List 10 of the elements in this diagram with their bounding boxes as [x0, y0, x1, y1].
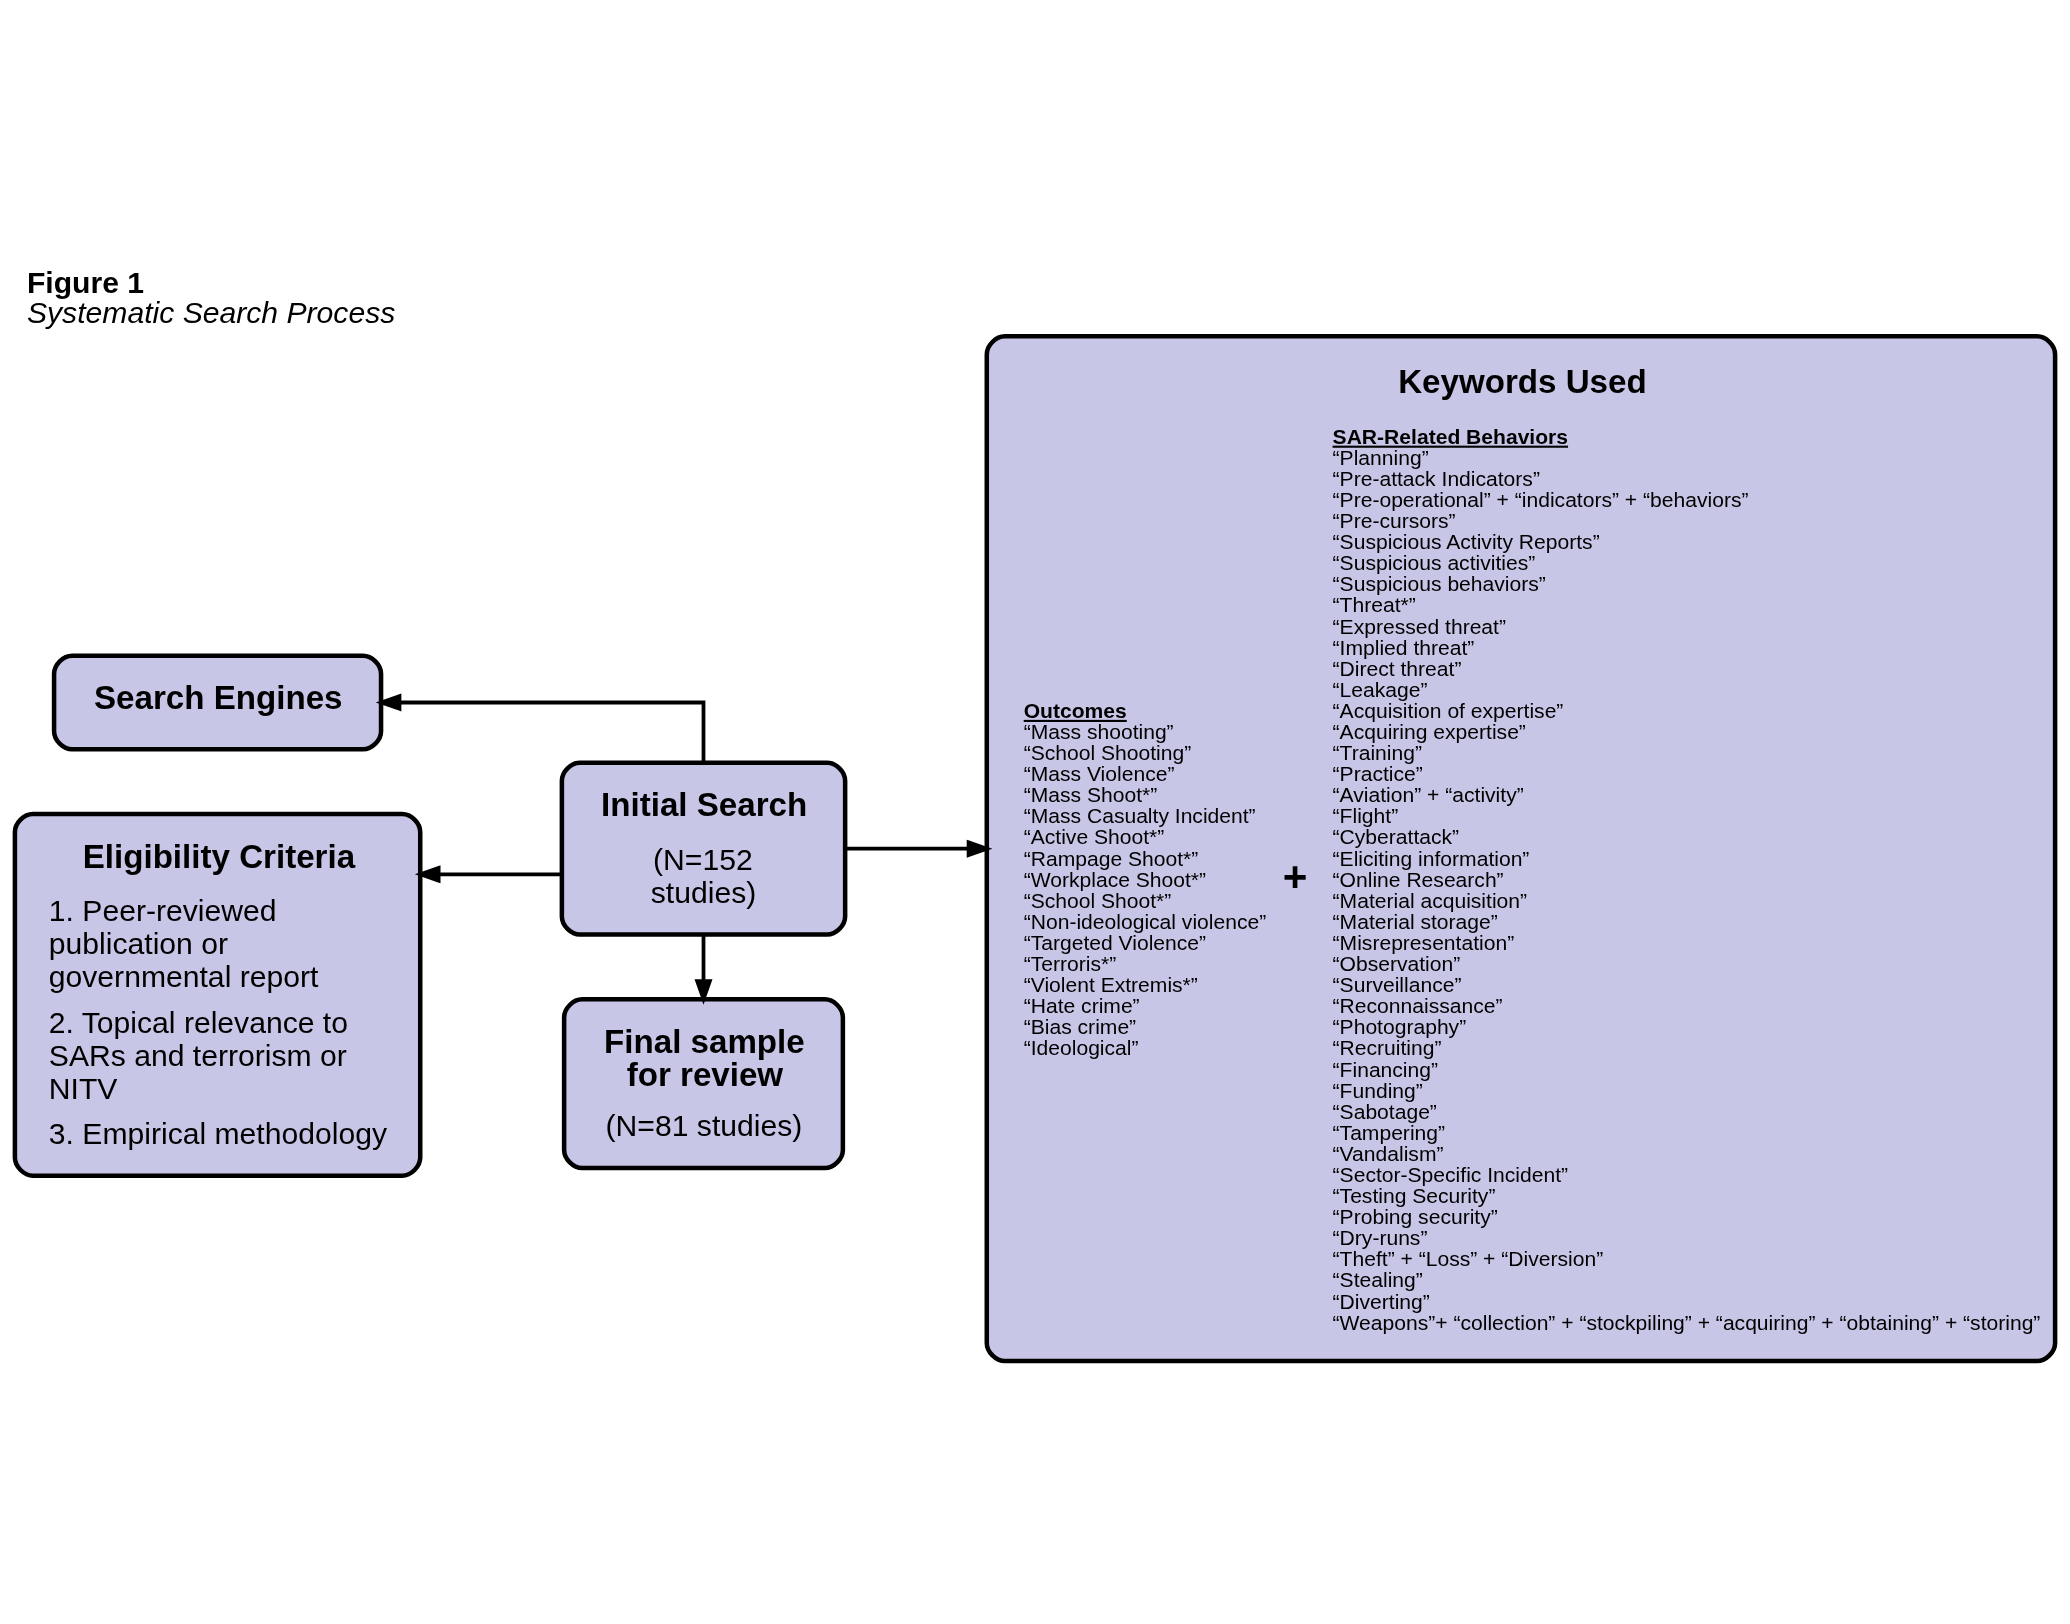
arrow — [414, 864, 562, 883]
node-box: Final sample for review (N=81 studies) — [561, 996, 846, 1170]
arrow — [694, 934, 713, 1005]
arrow — [845, 839, 993, 858]
node-box: Initial Search (N=152 studies) — [559, 760, 848, 937]
diagram-title: Figure 1 — [26, 265, 145, 299]
node-box: Search Engines — [51, 653, 384, 751]
node-box: Keywords Used Outcomes “Mass shooting” “School Shooting” “Mass Violence” “Mass Shoot*” “Mass Casualty Incident” “Active Shoot*” “Rampage Shoot*” “Workplace Shoot*” “School Shoot*” “Non-ideological violence” “Targeted Violence” “Terroris*” “Violent Extremis*” “Hate crime” “Bias crime” “Ideological” + SAR-Related Behaviors “Planning” “Pre-attack Indicators” “Pre-operational” + “indicators” + “behaviors” “Pre-cursors” “Suspicious Activity Reports” “Suspicious activities” “Suspicious behaviors” “Threat*” “Expressed threat” “Implied threat” “Direct threat” “Leakage” “Acquisition of expertise” “Acquiring expertise” “Training” “Practice” “Aviation” + “activity” “Flight” “Cyberattack” “Eliciting information” “Online Research” “Material acquisition” “Material storage” “Misrepresentation” “Observation” “Surveillance” “Reconnaissance” “Photography” “Recruiting” “Financing” “Funding” “Sabotage” “Tampering” “Vandalism” “Sector-Specific Incident” “Testing Security” “Probing security” “Dry-runs” “Theft” + “Loss” + “Diversion” “Stealing” “Diverting” “Weapons”+ “collection” + “stockpiling” + “acquiring” + “obtaining” + “storing” — [984, 333, 2058, 1363]
node-box: Eligibility Criteria 1. Peer-reviewed publication or governmental report 2. Topical relevance to SARs and terrorism or NITV 3. Empirical methodology — [12, 811, 423, 1178]
arrow — [375, 693, 706, 762]
